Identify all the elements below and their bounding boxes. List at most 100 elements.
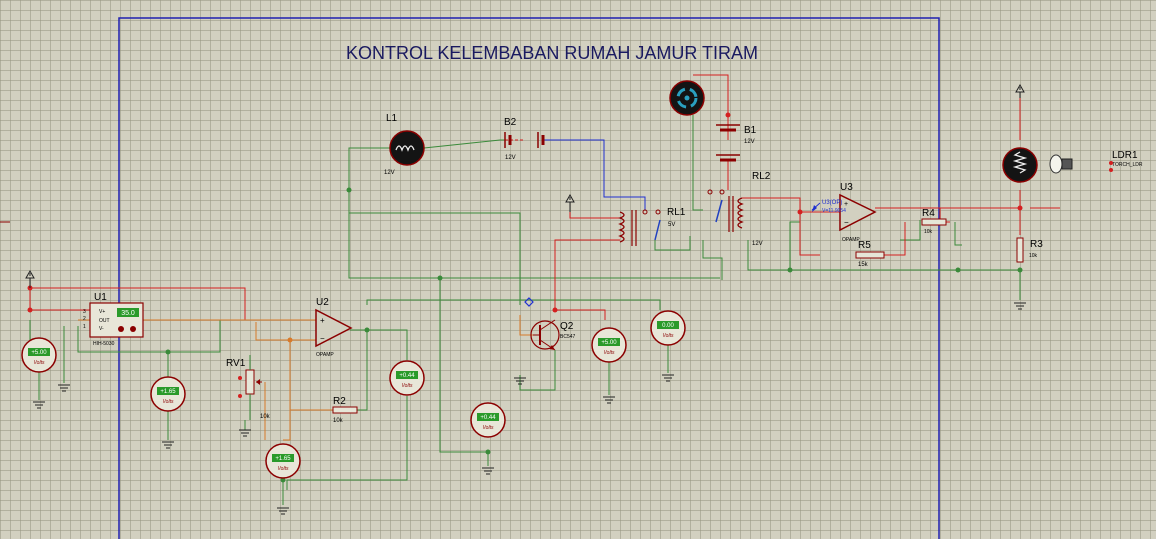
wires-orange — [78, 315, 533, 441]
wire-blue — [543, 139, 646, 210]
ground-terminals — [33, 302, 1026, 515]
voltmeter-6-reading: +5.00 — [601, 340, 617, 346]
svg-text:−: − — [844, 218, 849, 227]
svg-text:2: 2 — [83, 316, 86, 322]
svg-text:Volts: Volts — [278, 466, 289, 472]
resistor-r2-value: 10k — [333, 418, 344, 424]
relay-rl1[interactable]: RL1 5V — [618, 207, 686, 246]
ground-icon — [514, 377, 526, 385]
ldr-ref: LDR1 — [1112, 150, 1138, 161]
svg-text:−: − — [320, 334, 325, 343]
resistor-r2-ref: R2 — [333, 396, 346, 407]
relay-rl1-ref: RL1 — [667, 207, 686, 218]
voltmeter-5[interactable]: +0.44 Volts — [470, 402, 506, 438]
opamp-u3[interactable]: + − U3 OPAMP U3(OP) V=11.9054 — [811, 182, 877, 243]
page-title: KONTROL KELEMBABAN RUMAH JAMUR TIRAM — [346, 43, 758, 63]
resistor-r4-ref: R4 — [922, 208, 935, 219]
svg-text:Volts: Volts — [663, 333, 674, 339]
battery-b2[interactable]: B2 12V — [504, 117, 545, 161]
voltmeter-7[interactable]: 0.00 Volts — [650, 310, 686, 346]
relay-rl2[interactable]: RL2 12V — [707, 171, 771, 247]
lamp-l1-value: 12V — [384, 170, 395, 176]
power-terminal-icon — [25, 269, 35, 288]
potentiometer-rv1[interactable]: RV1 10k — [226, 355, 271, 420]
voltmeter-1[interactable]: +5.00 Volts — [21, 337, 57, 373]
ground-icon — [482, 467, 494, 475]
transistor-q2-ref: Q2 — [560, 321, 574, 332]
probe-u3-value: V=11.9054 — [822, 208, 846, 214]
battery-b1[interactable]: B1 12V — [716, 124, 757, 162]
ldr-part: TORCH_LDR — [1112, 162, 1143, 168]
svg-text:+: + — [320, 316, 325, 325]
resistor-r4[interactable]: R4 10k — [921, 208, 947, 235]
resistor-r5-ref: R5 — [858, 240, 871, 251]
power-terminal-icon — [1015, 83, 1025, 98]
sensor-u1-ref: U1 — [94, 292, 107, 303]
relay-rl2-ref: RL2 — [752, 171, 771, 182]
opamp-u2-ref: U2 — [316, 297, 329, 308]
svg-text:Volts: Volts — [163, 399, 174, 405]
voltmeter-5-reading: +0.44 — [480, 415, 496, 421]
sheet-frame — [118, 17, 940, 539]
svg-text:1: 1 — [83, 324, 86, 330]
ground-icon — [277, 507, 289, 515]
svg-text:V+: V+ — [99, 309, 105, 315]
probe-u3-label: U3(OP) — [822, 200, 842, 206]
opamp-u2[interactable]: + − U2 OPAMP — [315, 297, 353, 358]
resistor-r4-value: 10k — [924, 229, 933, 235]
power-terminals — [25, 83, 1025, 288]
svg-text:Volts: Volts — [483, 425, 494, 431]
svg-text:Volts: Volts — [402, 383, 413, 389]
voltmeter-7-reading: 0.00 — [662, 323, 674, 329]
svg-text:Volts: Volts — [604, 350, 615, 356]
svg-text:3: 3 — [83, 309, 86, 315]
diode-marker — [524, 297, 534, 307]
resistor-r3[interactable]: R3 10k — [1016, 237, 1043, 263]
ground-icon — [58, 384, 70, 392]
voltmeter-2[interactable]: +1.65 Volts — [150, 376, 186, 412]
resistor-r3-ref: R3 — [1030, 239, 1043, 250]
ground-icon — [162, 441, 174, 449]
probe-icon — [812, 205, 817, 212]
svg-text:Volts: Volts — [34, 360, 45, 366]
ground-icon — [33, 401, 45, 409]
opamp-u2-type: OPAMP — [316, 352, 334, 358]
relay-rl2-value: 12V — [752, 241, 763, 247]
power-terminal-icon — [565, 193, 575, 212]
voltmeter-1-reading: +5.00 — [31, 350, 47, 356]
ground-icon — [1014, 302, 1026, 310]
battery-b2-value: 12V — [505, 155, 516, 161]
transistor-q2[interactable]: Q2 BC547 — [530, 319, 576, 351]
resistor-r2[interactable]: R2 10k — [332, 396, 358, 424]
battery-b1-ref: B1 — [744, 125, 757, 136]
lamp-l1[interactable]: L1 12V — [384, 113, 425, 176]
voltmeter-4[interactable]: +0.44 Volts — [389, 360, 425, 396]
lamp-l1-ref: L1 — [386, 113, 398, 124]
sensor-u1-display: 35.0 — [121, 310, 135, 317]
battery-b2-ref: B2 — [504, 117, 517, 128]
ground-icon — [603, 396, 615, 404]
voltmeter-4-reading: +0.44 — [399, 373, 415, 379]
svg-text:+: + — [844, 201, 848, 208]
voltmeter-6[interactable]: +5.00 Volts — [591, 327, 627, 363]
battery-b1-value: 12V — [744, 139, 755, 145]
wires-red — [29, 74, 1060, 320]
opamp-u3-type: OPAMP — [842, 237, 860, 243]
fan-motor[interactable] — [669, 80, 705, 116]
ground-icon — [239, 429, 251, 437]
resistor-r5-value: 15k — [858, 262, 869, 268]
sensor-u1-part: HIH-5030 — [93, 341, 115, 347]
junctions — [27, 112, 1023, 483]
potentiometer-rv1-value: 10k — [260, 414, 271, 420]
resistor-r3-value: 10k — [1029, 253, 1038, 259]
ldr-ldr1[interactable]: LDR1 TORCH_LDR — [1002, 147, 1143, 183]
wires-green — [29, 115, 1021, 505]
potentiometer-rv1-ref: RV1 — [226, 358, 246, 369]
resistor-r5[interactable]: R5 15k — [855, 240, 885, 268]
torch-icon[interactable] — [1049, 154, 1073, 174]
sensor-u1[interactable]: 35.0 V+ OUT V- 3 2 1 U1 HIH-5030 — [83, 292, 144, 347]
voltmeter-3[interactable]: +1.65 Volts — [265, 443, 301, 479]
opamp-u3-ref: U3 — [840, 182, 853, 193]
